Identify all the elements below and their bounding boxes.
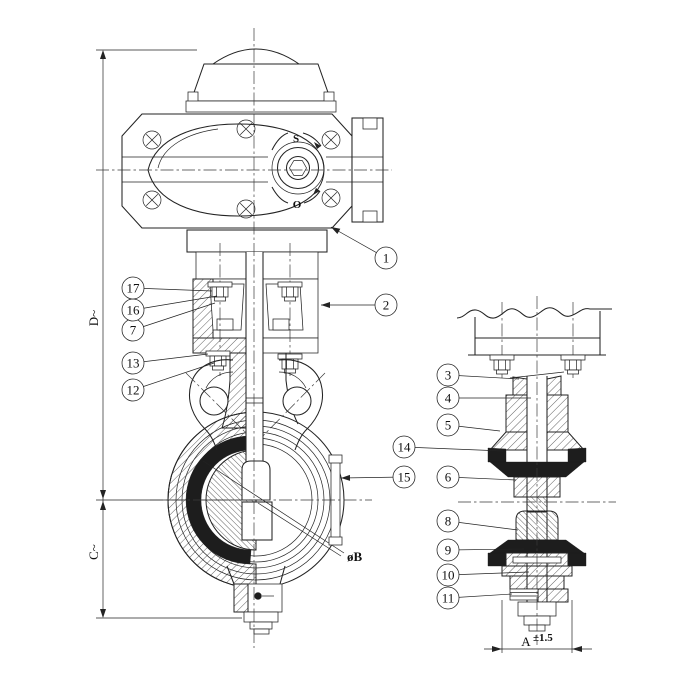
callout-number-7: 7	[130, 323, 137, 338]
callout-number-14: 14	[398, 440, 412, 455]
seat-ring-section	[185, 435, 252, 565]
callout-number-15: 15	[398, 470, 411, 485]
stem-pin	[509, 588, 569, 603]
position-indicator-dial: S O	[271, 132, 325, 211]
callout-number-10: 10	[442, 568, 455, 583]
callout-16: 16	[121, 295, 218, 322]
actuator-screw	[142, 190, 162, 210]
actuator-screw	[321, 130, 341, 150]
callout-number-17: 17	[127, 281, 141, 296]
callout-10: 10	[436, 563, 530, 587]
callout-number-9: 9	[445, 543, 452, 558]
valve-body: øB	[167, 252, 363, 635]
plate-bolt	[489, 354, 515, 375]
actuator-screw	[236, 119, 256, 139]
callout-3: 3	[436, 363, 520, 387]
dim-label-d: D~	[86, 310, 101, 326]
actuator-screw	[236, 199, 256, 219]
callout-11: 11	[436, 586, 513, 610]
dimension-d-c: D~ C~	[86, 49, 246, 619]
callout-number-11: 11	[442, 591, 455, 606]
callout-number-12: 12	[127, 383, 140, 398]
callout-number-8: 8	[445, 514, 452, 529]
callout-12: 12	[121, 362, 215, 402]
stem-detail-view: A ±1.5	[456, 296, 616, 653]
callout-6: 6	[436, 465, 517, 489]
callout-15: 15	[340, 465, 416, 489]
callout-14: 14	[392, 435, 504, 459]
electric-actuator: S O	[121, 48, 384, 253]
front-view: D~ C~	[86, 28, 392, 648]
actuator-base-flange	[186, 229, 328, 253]
callout-17: 17	[121, 276, 213, 300]
dial-shut-label: S	[293, 133, 299, 145]
callout-13: 13	[121, 351, 209, 375]
callout-4: 4	[436, 386, 531, 410]
callout-number-1: 1	[383, 251, 390, 266]
callout-number-16: 16	[127, 303, 141, 318]
callout-number-2: 2	[383, 298, 390, 313]
dial-open-label: O	[293, 199, 302, 211]
actuator-screw	[142, 130, 162, 150]
callout-number-13: 13	[127, 356, 140, 371]
dim-label-a: A	[521, 634, 531, 649]
callout-number-6: 6	[445, 470, 452, 485]
plate-bolt	[560, 354, 586, 375]
body-stud-bolt	[277, 353, 303, 374]
bottom-cover	[226, 565, 286, 635]
actuator-screw	[321, 188, 341, 208]
callout-2: 2	[321, 293, 398, 317]
dim-label-a-tol: ±1.5	[533, 632, 553, 644]
callout-5: 5	[436, 413, 501, 437]
dim-label-c: C~	[86, 544, 101, 560]
dim-label-bore: øB	[347, 549, 363, 564]
callout-number-5: 5	[445, 418, 452, 433]
callout-1: 1	[330, 226, 398, 270]
dimension-a: A ±1.5	[484, 600, 592, 653]
callout-number-4: 4	[445, 391, 452, 406]
callout-8: 8	[436, 509, 519, 533]
callout-9: 9	[436, 538, 525, 562]
callout-number-3: 3	[445, 368, 452, 383]
